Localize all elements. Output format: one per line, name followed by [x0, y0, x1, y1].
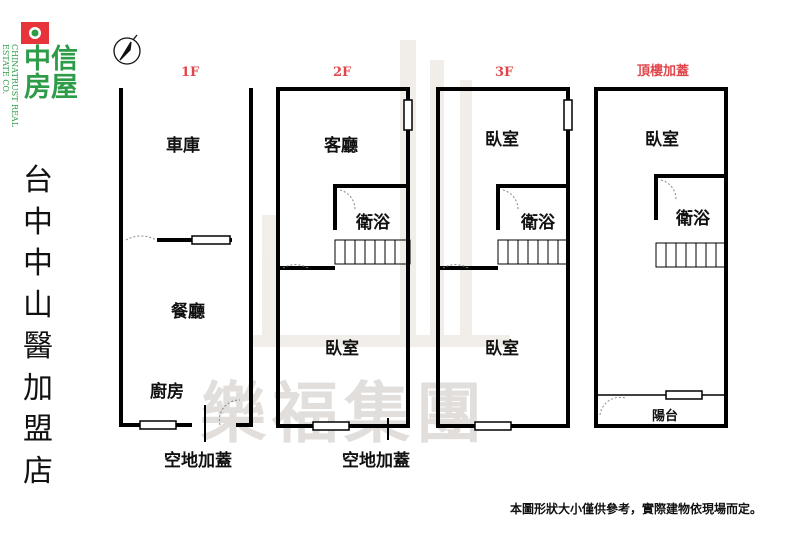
room-bedroom-rooftop: 臥室 — [645, 130, 679, 150]
floor-label-1f: 1F — [181, 65, 200, 80]
floor-label-rooftop: 頂樓加蓋 — [637, 64, 690, 79]
room-balcony: 陽台 — [652, 409, 679, 424]
compass-icon — [113, 34, 141, 65]
room-kitchen: 廚房 — [150, 382, 184, 402]
watermark: 樂福集團 — [200, 374, 488, 452]
outside-1f: 空地加蓋 — [164, 451, 232, 471]
room-garage: 車庫 — [166, 136, 200, 156]
watermark-logo — [250, 40, 510, 347]
room-bedroom-2f: 臥室 — [325, 339, 359, 359]
logo-mark — [21, 22, 49, 44]
room-bedroom-3f-back: 臥室 — [485, 339, 519, 359]
room-bath-2f: 衛浴 — [356, 213, 390, 233]
outside-2f: 空地加蓋 — [342, 451, 410, 471]
room-living: 客廳 — [324, 136, 358, 156]
floor-label-2f: 2F — [333, 65, 352, 80]
room-dining: 餐廳 — [171, 302, 205, 322]
logo-english: CHINATRUST REAL ESTATE CO. — [1, 44, 19, 128]
disclaimer: 本圖形狀大小僅供參考，實際建物依現場而定。 — [509, 502, 762, 516]
room-bath-rooftop: 衛浴 — [676, 209, 710, 229]
room-bedroom-3f-front: 臥室 — [485, 130, 519, 150]
room-bath-3f: 衛浴 — [521, 213, 555, 233]
floor-label-3f: 3F — [495, 65, 514, 80]
store-name: 台中中山醫加盟店 — [23, 163, 53, 489]
logo-name: 中信房屋 — [24, 44, 78, 103]
